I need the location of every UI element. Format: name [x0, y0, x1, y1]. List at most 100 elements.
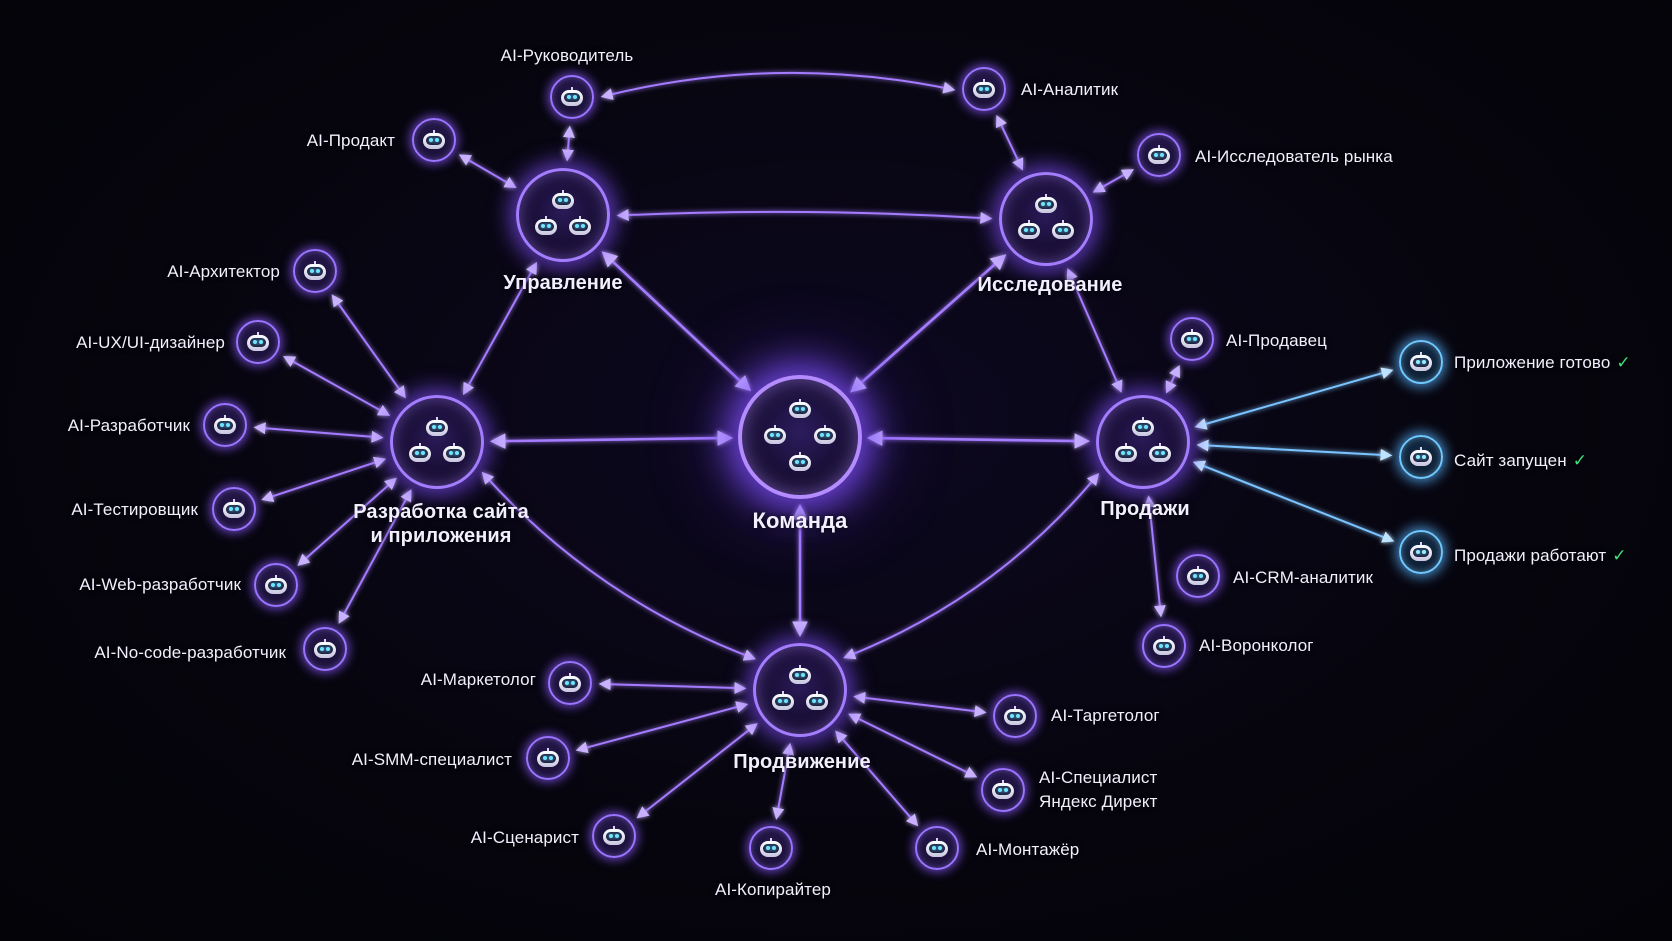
dev-hub-node[interactable]: [390, 395, 484, 489]
robot-icon: [569, 216, 591, 236]
agent-direct-node[interactable]: [981, 768, 1025, 812]
agent-scriptwriter-node[interactable]: [592, 814, 636, 858]
robot-icon: [314, 639, 336, 659]
promo-hub-label: Продвижение: [733, 751, 871, 773]
sales-hub-label: Продажи: [1100, 498, 1190, 520]
promo-hub-node[interactable]: [753, 643, 847, 737]
robot-icon: [806, 691, 828, 711]
robot-icon: [537, 748, 559, 768]
robot-icon: [559, 673, 581, 693]
link-core-dev: [489, 430, 734, 449]
link-funnel-sales: [1143, 495, 1166, 618]
agent-developer-label: AI-Разработчик: [67, 416, 190, 435]
link-promo-sales: [843, 472, 1100, 660]
management-hub-node[interactable]: [516, 168, 610, 262]
agent-web-node[interactable]: [254, 563, 298, 607]
agent-smm-node[interactable]: [526, 736, 570, 780]
robot-icon: [1115, 443, 1137, 463]
robot-icon: [561, 87, 583, 107]
agent-nocode-node[interactable]: [303, 627, 347, 671]
robot-icon: [1149, 443, 1171, 463]
link-editor-promo: [835, 730, 919, 827]
check-icon: ✓: [1616, 353, 1631, 372]
agent-editor-node[interactable]: [915, 826, 959, 870]
link-dev-promo: [481, 471, 757, 661]
agent-marketer-node[interactable]: [548, 661, 592, 705]
link-arch-dev: [331, 294, 406, 399]
robot-icon: [789, 452, 811, 472]
robot-icon: [304, 261, 326, 281]
link-nocode-dev: [338, 489, 412, 624]
link-analyst-res: [996, 114, 1024, 171]
agent-smm-label: AI-SMM-специалист: [351, 750, 512, 769]
agent-tester-label: AI-Тестировщик: [71, 500, 198, 519]
agent-tester-node[interactable]: [212, 487, 256, 531]
agent-funnel-node[interactable]: [1142, 624, 1186, 668]
robot-icon: [603, 826, 625, 846]
agent-analyst-node[interactable]: [962, 67, 1006, 111]
link-mgmt-res: [616, 209, 993, 224]
research-hub-node[interactable]: [999, 172, 1093, 266]
link-lead-analyst: [600, 71, 956, 100]
agent-market-label: AI-Исследователь рынка: [1195, 147, 1393, 166]
robot-icon: [1410, 352, 1432, 372]
link-smm-promo: [575, 701, 749, 754]
robot-icon: [772, 691, 794, 711]
robot-icon: [535, 216, 557, 236]
check-icon: ✓: [1612, 546, 1627, 565]
agent-crm-node[interactable]: [1176, 554, 1220, 598]
robot-icon: [1035, 194, 1057, 214]
agent-product-node[interactable]: [412, 118, 456, 162]
agent-funnel-label: AI-Воронколог: [1199, 636, 1314, 655]
robot-icon: [1181, 329, 1203, 349]
agent-copywriter-node[interactable]: [749, 826, 793, 870]
robot-icon: [789, 399, 811, 419]
result-app-node[interactable]: [1399, 340, 1443, 384]
agent-market-node[interactable]: [1137, 133, 1181, 177]
link-res-sales: [1066, 268, 1123, 393]
dev-hub-label: Разработка сайта и приложения: [353, 501, 529, 547]
agent-lead-label: AI-Руководитель: [500, 46, 634, 65]
robot-icon: [1132, 417, 1154, 437]
agent-ux-node[interactable]: [236, 320, 280, 364]
link-devp-dev: [253, 422, 384, 443]
robot-icon: [1410, 542, 1432, 562]
agent-nocode-label: AI-No-code-разработчик: [94, 643, 286, 662]
link-direct-promo: [848, 713, 978, 778]
link-seller-sales: [1165, 364, 1180, 394]
agent-copywriter-label: AI-Копирайтер: [715, 880, 831, 899]
agent-marketer-label: AI-Маркетолог: [420, 670, 536, 689]
agent-product-label: AI-Продакт: [306, 131, 395, 150]
link-lead-mgmt: [562, 125, 575, 162]
team-label: Команда: [752, 508, 848, 533]
robot-icon: [1018, 220, 1040, 240]
link-sales-site: [1196, 439, 1393, 461]
research-hub-label: Исследование: [977, 274, 1123, 296]
robot-icon: [443, 443, 465, 463]
robot-icon: [265, 575, 287, 595]
agent-direct-label: AI-Специалист Яндекс Директ: [1039, 768, 1158, 811]
link-ux-dev: [282, 355, 391, 416]
result-app-label: Приложение готово✓: [1454, 353, 1631, 372]
team-core-node[interactable]: [738, 375, 862, 499]
agent-editor-label: AI-Монтажёр: [976, 840, 1080, 859]
agent-targeting-node[interactable]: [993, 694, 1037, 738]
agent-seller-label: AI-Продавец: [1226, 331, 1327, 350]
link-market-res: [1092, 169, 1135, 193]
agent-scriptwriter-label: AI-Сценарист: [470, 828, 579, 847]
result-sales-node[interactable]: [1399, 530, 1443, 574]
agent-web-label: AI-Web-разработчик: [79, 575, 241, 594]
agent-seller-node[interactable]: [1170, 317, 1214, 361]
agent-developer-node[interactable]: [203, 403, 247, 447]
sales-hub-node[interactable]: [1096, 395, 1190, 489]
result-site-label: Сайт запущен✓: [1454, 451, 1588, 470]
management-hub-label: Управление: [503, 272, 623, 294]
link-mkt-promo: [598, 678, 747, 695]
agent-architect-node[interactable]: [293, 249, 337, 293]
robot-icon: [789, 665, 811, 685]
result-site-node[interactable]: [1399, 435, 1443, 479]
agent-lead-node[interactable]: [550, 75, 594, 119]
robot-icon: [223, 499, 245, 519]
robot-icon: [552, 190, 574, 210]
